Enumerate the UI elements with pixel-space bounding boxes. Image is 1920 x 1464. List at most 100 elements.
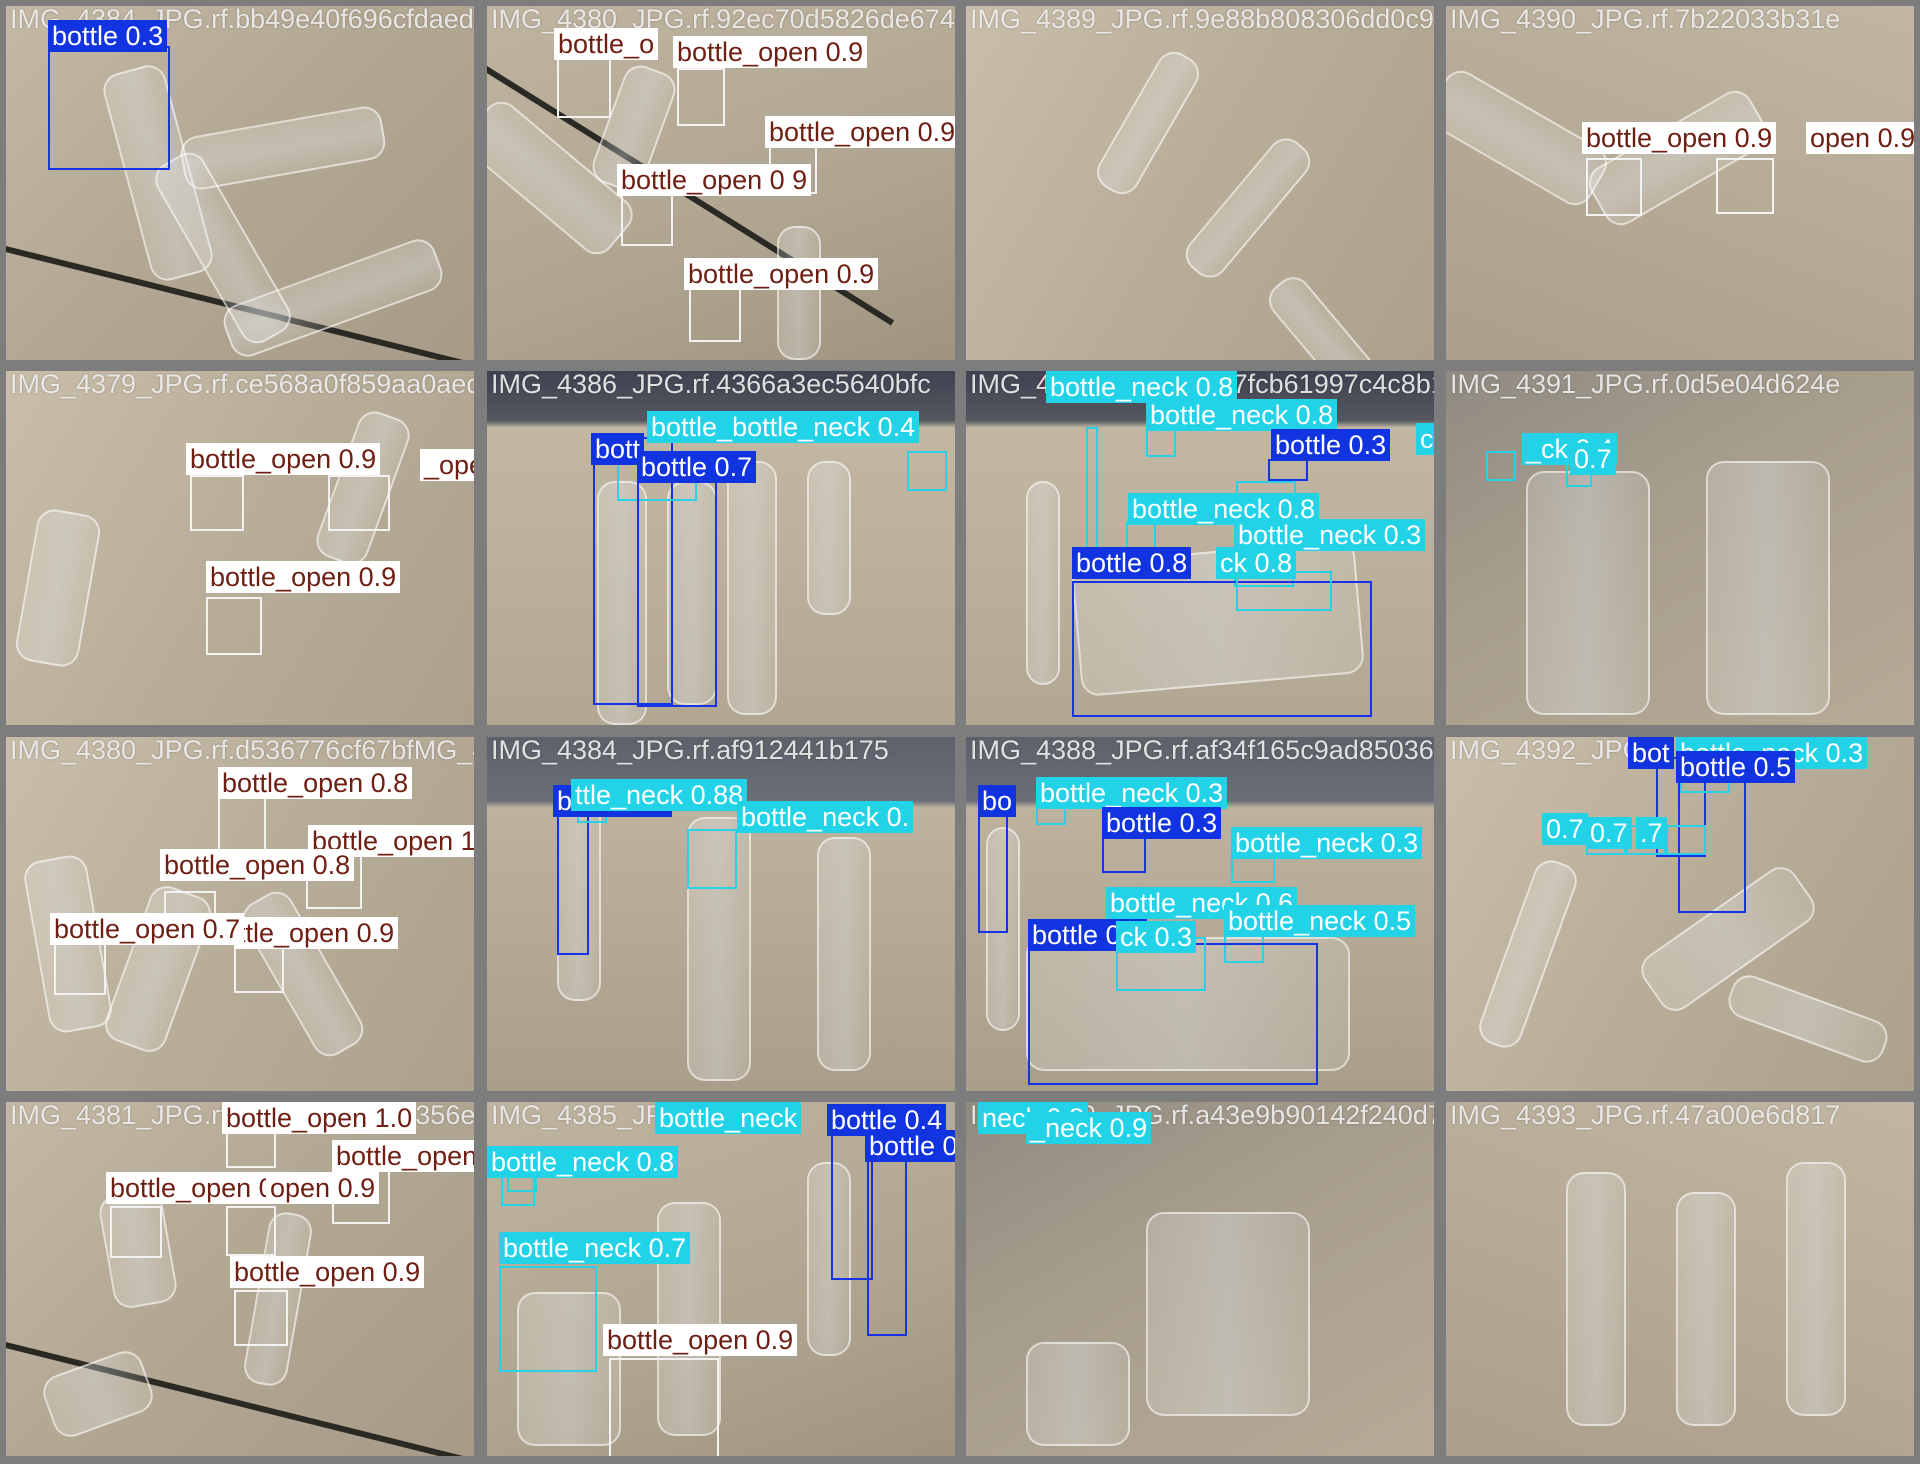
detection-label-neck: bottle_neck 0. <box>737 801 914 833</box>
detection-label-neck: ck 0.3 <box>1116 921 1197 953</box>
detection-box-neck <box>907 451 947 491</box>
bottle-photo-shape <box>807 461 851 615</box>
bottle-photo-shape <box>777 226 821 360</box>
detection-label-open: _open 1.0 <box>420 449 474 481</box>
bottle-photo-shape <box>1566 1172 1626 1426</box>
detection-box-neck <box>499 1266 597 1372</box>
detection-box-open <box>234 1290 288 1346</box>
detection-label-open: bottle_open 0.9 <box>673 36 868 68</box>
detection-box-neck <box>1486 451 1516 481</box>
detection-label-open: bottle_open 0.8 <box>218 767 413 799</box>
detection-label-open: bottle_open 0.9 <box>684 258 879 290</box>
detection-label-neck: ttle_neck 0.88 <box>571 779 748 811</box>
detection-label-neck: bottle_neck 0.3 <box>1036 777 1228 809</box>
detection-box-open <box>677 68 725 126</box>
bottle-photo-shape <box>1026 481 1060 685</box>
detection-box-open <box>1586 158 1642 216</box>
tile-filename: IMG_4388_JPG.rf.af34f165c9ad85036479 <box>970 737 1434 765</box>
mosaic-tile: IMG_4391_JPG.rf.0d5e04d624e_ck 0.40.7 <box>1446 371 1914 725</box>
bottle-photo-shape <box>13 506 103 670</box>
bottle-photo-shape <box>1178 131 1318 285</box>
detection-label-open: bottle_open 0.9 <box>1582 122 1777 154</box>
detection-label-bottle: bottle 0.3 <box>1271 429 1391 461</box>
detection-box-open <box>206 597 262 655</box>
detection-label-open: bottle_open 0.9 <box>186 443 381 475</box>
detection-label-neck: _neck 0.9 <box>1026 1112 1152 1144</box>
detection-box-bottle <box>637 467 717 707</box>
detection-box-open <box>218 797 266 855</box>
detection-label-open: bottle_open 0.9 <box>206 561 401 593</box>
detection-label-open: bottle_open 1.0 <box>222 1102 417 1134</box>
detection-label-bottle: bottle 0.3 <box>48 20 168 52</box>
detection-label-open: ttle_open 0.9 <box>234 917 399 949</box>
mosaic-tile: IMG_4379_JPG.rf.ce568a0f859aa0aed3859JPG… <box>6 371 474 725</box>
mosaic-tile: IMG_4384_JPG.rf.bb49e40f696cfdaedc7073fP… <box>6 6 474 360</box>
detection-label-bottle: bott <box>591 433 645 465</box>
bottle-photo-shape <box>1706 461 1830 715</box>
detection-label-open: open 0.9 <box>1806 122 1914 154</box>
detection-label-neck: bottle_neck 0.6 <box>1106 887 1298 919</box>
mosaic-tile: IMG_4380_JPG.rf.d536776cf67bfMG_4384_JPG… <box>6 737 474 1091</box>
detection-label-open: bottle_open 0.9 <box>765 116 955 148</box>
detection-label-bottle: bottle 0.8 <box>1072 547 1192 579</box>
bottle-photo-shape <box>727 461 777 715</box>
detection-box-open <box>609 1358 719 1456</box>
bottle-photo-shape <box>986 827 1020 1031</box>
detection-label-bottle: bottle 0.5 <box>1676 751 1796 783</box>
bottle-photo-shape <box>1676 1192 1736 1426</box>
detection-label-bottle: bo <box>978 785 1017 817</box>
detection-label-open: bottle_open 0 9 <box>617 164 812 196</box>
tile-filename: IMG_4384_JPG.rf.af912441b175 <box>491 737 889 765</box>
tile-filename: IMG_4393_JPG.rf.47a00e6d817 <box>1450 1102 1841 1130</box>
detection-box-bottle <box>1268 459 1308 481</box>
mosaic-tile: IMG_4389_JPG.rf.a43e9b90142f240d7433neck… <box>966 1102 1434 1456</box>
detection-label-neck: ck 0.3 <box>1416 423 1434 455</box>
detection-label-neck: 0.7 <box>1586 817 1632 849</box>
detection-label-open: bottle_o <box>554 28 659 60</box>
detection-box-open <box>621 192 673 246</box>
detection-label-bottle: bot <box>1628 737 1674 769</box>
detection-label-neck: bottle_neck 0.8 <box>1046 371 1238 403</box>
detection-box-neck <box>687 829 737 889</box>
bottle-photo-shape <box>1026 1342 1130 1446</box>
detection-label-open: bottle_open 0.9 <box>332 1140 474 1172</box>
detection-label-bottle: bottle 0.3 <box>1102 807 1222 839</box>
mosaic-tile: IMG_4384_JPG.rf.af912441b175bottle 0.7tt… <box>487 737 955 1091</box>
bottle-photo-shape <box>1026 937 1350 1071</box>
detection-label-neck: bottle_neck 0.3 <box>1231 827 1423 859</box>
bottle-photo-shape <box>517 1292 621 1446</box>
bottle-photo-shape <box>1146 1212 1310 1416</box>
bottle-photo-shape <box>1261 269 1395 360</box>
mosaic-tile: IMG_4392_JPG.rf.3a23fcbc6cc0botbottle_ne… <box>1446 737 1914 1091</box>
mosaic-tile: IMG_4381_JPG.rf.70031b09a37b356e0386abot… <box>6 1102 474 1456</box>
detection-box-bottle <box>1072 581 1372 717</box>
detection-label-bottle: bottle 0.7 <box>637 451 757 483</box>
bottle-photo-shape <box>667 481 717 705</box>
detection-box-open <box>1716 158 1774 214</box>
mosaic-tile: IMG_4380_JPG.rf.92ec70d5826de674e8892JPG… <box>487 6 955 360</box>
detection-label-open: bottle_open 0.9 <box>230 1256 425 1288</box>
detection-label-open: open 0.9 <box>266 1172 380 1204</box>
bottle-photo-shape <box>817 837 871 1071</box>
detection-box-open <box>110 1206 162 1258</box>
detection-box-open <box>54 941 106 995</box>
detection-label-open: bottle_open 0.7 <box>50 913 245 945</box>
detection-label-neck: 0.7 <box>1570 443 1616 475</box>
detection-label-neck: bottle_neck 0.7 <box>499 1232 691 1264</box>
bottle-photo-shape <box>1474 855 1582 1053</box>
detection-box-neck <box>1086 427 1098 559</box>
detection-box-open <box>190 475 244 531</box>
tile-filename: IMG_4379_JPG.rf.ce568a0f859aa0aed3859JPG… <box>10 371 474 399</box>
bottle-photo-shape <box>1786 1162 1846 1416</box>
bottle-photo-shape <box>1723 970 1893 1068</box>
detection-box-neck <box>1146 427 1176 457</box>
detection-label-neck: bottle_neck <box>655 1102 802 1134</box>
detection-label-open: bottle_open 0.8 <box>160 849 355 881</box>
detection-label-neck: bottle_neck 0.5 <box>1224 905 1416 937</box>
mosaic-tile: IMG_4393_JPG.rf.47a00e6d817 <box>1446 1102 1914 1456</box>
mosaic-tile: IMG_4387_JPG.rf.82f7fcb61997c4c8b1_5bott… <box>966 371 1434 725</box>
